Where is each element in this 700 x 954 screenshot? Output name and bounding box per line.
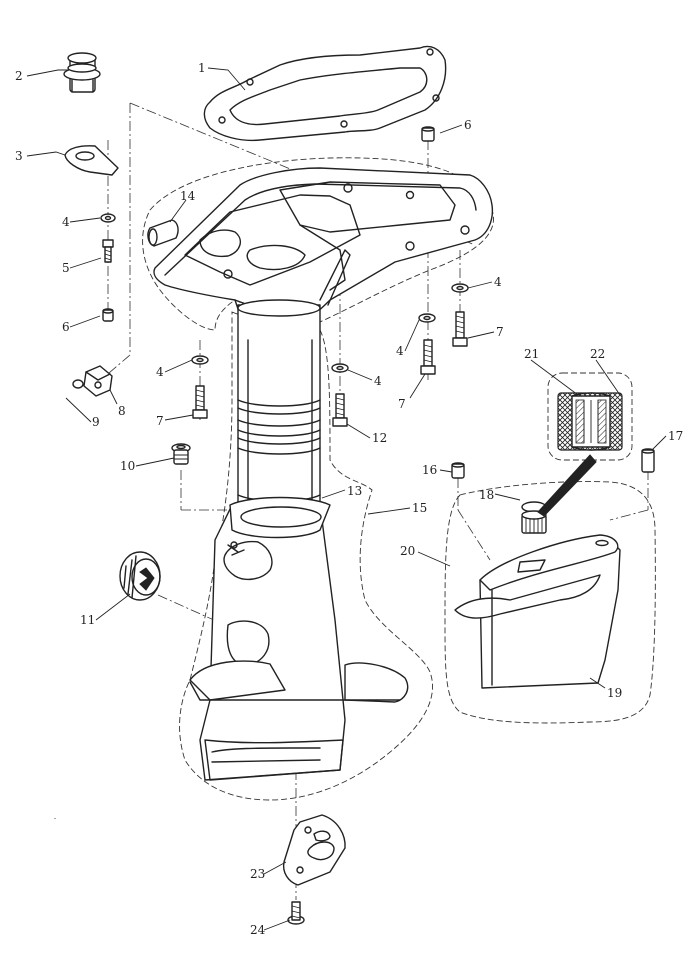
- part-clamp: [83, 365, 113, 397]
- label-4b: 4: [494, 275, 502, 289]
- label-20: 20: [400, 544, 415, 558]
- detail-arrow: [537, 454, 597, 517]
- part-plate-23: [282, 814, 346, 886]
- part-bolt-12: [332, 393, 348, 427]
- label-4d: 4: [374, 374, 382, 388]
- label-7b: 7: [398, 397, 406, 411]
- label-19: 19: [607, 686, 622, 700]
- part-bolt-7b: [420, 339, 436, 375]
- part-grommet: [63, 52, 101, 93]
- label-9: 9: [92, 415, 100, 429]
- detail-inset-outline: [547, 372, 633, 461]
- part-lower-casing: [189, 496, 409, 781]
- label-7a: 7: [156, 414, 164, 428]
- label-24: 24: [250, 923, 266, 937]
- label-3: 3: [15, 149, 23, 163]
- part-pin-right: [421, 126, 435, 142]
- part-bolt-left: [102, 239, 114, 263]
- part-water-pipe: [46, 379, 84, 819]
- part-bolt-7a: [192, 385, 208, 419]
- label-7c: 7: [496, 325, 504, 339]
- part-washer-7c: [451, 283, 469, 293]
- label-21: 21: [524, 347, 539, 361]
- label-4e: 4: [156, 365, 164, 379]
- part-skeg: [454, 534, 621, 689]
- part-bolt-7c: [452, 311, 468, 347]
- label-6a: 6: [62, 320, 70, 334]
- label-4a: 4: [62, 215, 70, 229]
- label-10: 10: [120, 459, 135, 473]
- part-washer-7a: [191, 355, 209, 365]
- part-washer-left: [100, 213, 116, 223]
- group-outline-lower: [179, 311, 433, 801]
- label-1: 1: [198, 61, 206, 75]
- part-plug-10: [171, 443, 191, 465]
- label-22: 22: [590, 347, 605, 361]
- part-gasket: [203, 45, 447, 142]
- label-12: 12: [372, 431, 387, 445]
- detail-inset: [557, 392, 623, 451]
- label-8: 8: [118, 404, 126, 418]
- part-pin-17: [641, 448, 655, 473]
- label-5: 5: [62, 261, 70, 275]
- label-16: 16: [422, 463, 437, 477]
- part-washer-12: [331, 363, 349, 373]
- part-pin-left: [102, 308, 114, 322]
- part-screw-24: [287, 901, 305, 925]
- label-18: 18: [479, 488, 494, 502]
- label-4c: 4: [396, 344, 404, 358]
- label-14: 14: [180, 189, 196, 203]
- label-2: 2: [15, 69, 23, 83]
- label-23: 23: [250, 867, 265, 881]
- label-13: 13: [347, 484, 362, 498]
- label-15: 15: [412, 501, 427, 515]
- label-6b: 6: [464, 118, 472, 132]
- label-17: 17: [668, 429, 683, 443]
- part-washer-7b: [418, 313, 436, 323]
- part-plate: [64, 145, 119, 176]
- part-labels: 1 2 3 4 5 6 6 14 4 7 4 4 7 4 7 12 8 9 10…: [15, 61, 683, 937]
- part-pin-16: [451, 462, 465, 479]
- leader-lines: [26, 67, 667, 931]
- label-11: 11: [80, 613, 95, 627]
- part-plug-11: [119, 551, 161, 601]
- part-tube: [237, 299, 321, 521]
